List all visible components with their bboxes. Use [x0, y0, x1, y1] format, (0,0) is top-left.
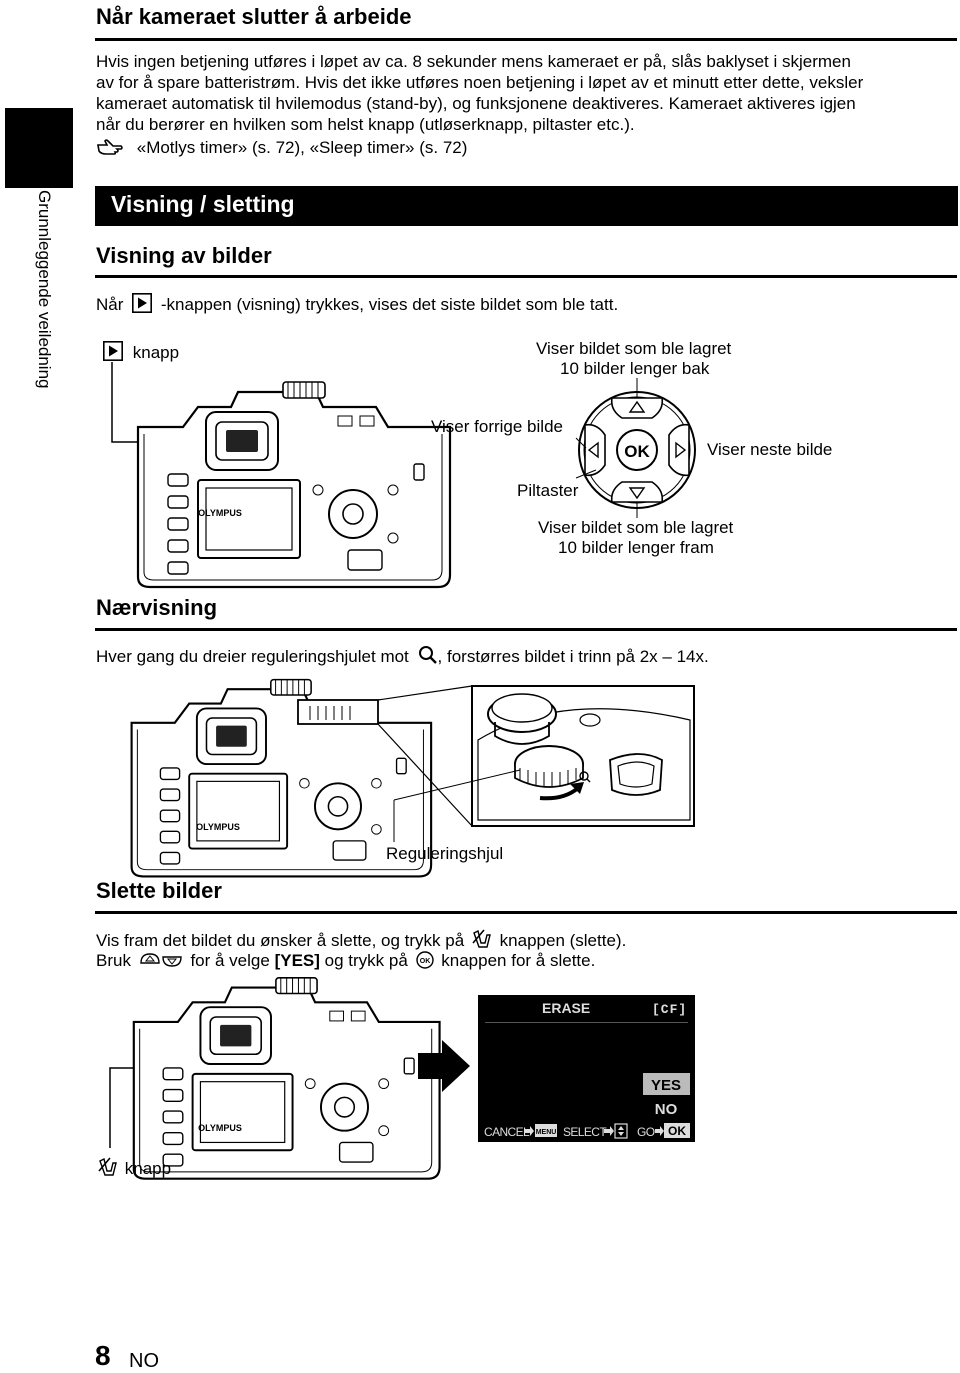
- page-language: NO: [129, 1350, 159, 1372]
- delete-line1: Vis fram det bildet du ønsker å slette, …: [96, 929, 626, 951]
- dial-closeup-illustration: [471, 685, 695, 827]
- closeup-title: Nærvisning: [96, 595, 218, 620]
- page-number: 8: [95, 1340, 111, 1371]
- camera-brand: OLYMPUS: [196, 822, 240, 832]
- delete-text-part: og trykk på: [324, 951, 408, 970]
- delete-title: Slette bilder: [96, 878, 222, 903]
- svg-text:OK: OK: [419, 958, 430, 965]
- ok-button-icon: OK: [415, 951, 434, 969]
- closeup-text-part: , forstørres bildet i trinn på 2x – 14x.: [437, 647, 709, 666]
- label-up-line2: 10 bilder lenger bak: [560, 359, 710, 378]
- erase-no-option: NO: [655, 1101, 678, 1118]
- delete-text-part: Bruk: [96, 951, 131, 970]
- camera-brand: OLYMPUS: [198, 508, 242, 518]
- erase-go-hint: GO: [637, 1125, 655, 1139]
- dial-label: Reguleringshjul: [386, 844, 504, 863]
- camera-brand: OLYMPUS: [198, 1123, 242, 1133]
- label-arrow-keys: Piltaster: [517, 481, 579, 500]
- erase-screen-title: ERASE: [542, 1000, 590, 1016]
- erase-button-label: knapp: [124, 1159, 172, 1178]
- ok-button-label: OK: [624, 442, 650, 461]
- up-down-arrows-icon: [140, 953, 182, 967]
- banner-title: Visning / sletting: [111, 191, 295, 217]
- closeup-text: Hver gang du dreier reguleringshjulet mo…: [96, 645, 709, 667]
- erase-cancel-hint: CANCEL: [484, 1125, 530, 1139]
- closeup-text-part: Hver gang du dreier reguleringshjulet mo…: [96, 647, 409, 666]
- erase-screen-card: [CF]: [652, 1002, 687, 1017]
- reference-text: «Motlys timer» (s. 72), «Sleep timer» (s…: [136, 138, 468, 157]
- label-down-line1: Viser bildet som ble lagret: [538, 518, 734, 537]
- camera-illustration: [132, 976, 441, 1180]
- body-line: når du berører en hvilken som helst knap…: [96, 115, 635, 134]
- body-line: av for å spare batteristrøm. Hvis det ik…: [96, 73, 864, 92]
- erase-ok-key: OK: [668, 1124, 686, 1138]
- delete-text-part: knappen for å slette.: [441, 951, 596, 970]
- reference-line: «Motlys timer» (s. 72), «Sleep timer» (s…: [96, 137, 467, 158]
- erase-menu-key: MENU: [536, 1129, 557, 1136]
- section-banner: Visning / sletting: [95, 186, 958, 226]
- erase-yes-option: YES: [651, 1077, 681, 1094]
- magnify-icon: [418, 646, 437, 664]
- intro-text: -knappen (visning) trykkes, vises det si…: [160, 295, 619, 314]
- section-title-shutdown: Når kameraet slutter å arbeide: [96, 4, 412, 29]
- play-button-label: knapp: [132, 343, 180, 362]
- label-up-line1: Viser bildet som ble lagret: [536, 339, 732, 358]
- viewing-intro: Når -knappen (visning) trykkes, vises de…: [96, 292, 619, 315]
- title-rule: [95, 38, 957, 41]
- body-line: Hvis ingen betjening utføres i løpet av …: [96, 52, 851, 71]
- side-tab-marker: [5, 108, 73, 188]
- erase-select-hint: SELECT: [563, 1125, 607, 1139]
- body-line: kameraet automatisk til hvilemodus (stan…: [96, 94, 856, 113]
- label-left: Viser forrige bilde: [431, 417, 563, 436]
- delete-text-part: knappen (slette).: [499, 931, 627, 950]
- arrow-right-icon: [418, 1040, 470, 1092]
- label-down-line2: 10 bilder lenger fram: [558, 538, 714, 557]
- delete-text-part: Vis fram det bildet du ønsker å slette, …: [96, 931, 465, 950]
- erase-button-callout: knapp: [98, 1157, 171, 1179]
- title-rule: [95, 275, 957, 278]
- erase-screen: ERASE [CF] YES NO CANCEL MENU SELECT GO …: [478, 995, 695, 1142]
- pointing-hand-icon: [97, 139, 123, 155]
- delete-line2: Bruk for å velge [YES] og trykk på OK kn…: [96, 950, 595, 971]
- delete-text-part: for å velge: [190, 951, 270, 970]
- viewing-title: Visning av bilder: [96, 243, 272, 268]
- intro-text: Når: [96, 295, 124, 314]
- label-right: Viser neste bilde: [707, 440, 833, 459]
- play-button-callout: knapp: [103, 340, 180, 363]
- title-rule: [95, 911, 957, 914]
- arrow-pad-illustration: OK: [578, 391, 696, 509]
- title-rule: [95, 628, 957, 631]
- delete-text-yes: [YES]: [274, 951, 320, 970]
- erase-button-icon: [98, 1157, 117, 1176]
